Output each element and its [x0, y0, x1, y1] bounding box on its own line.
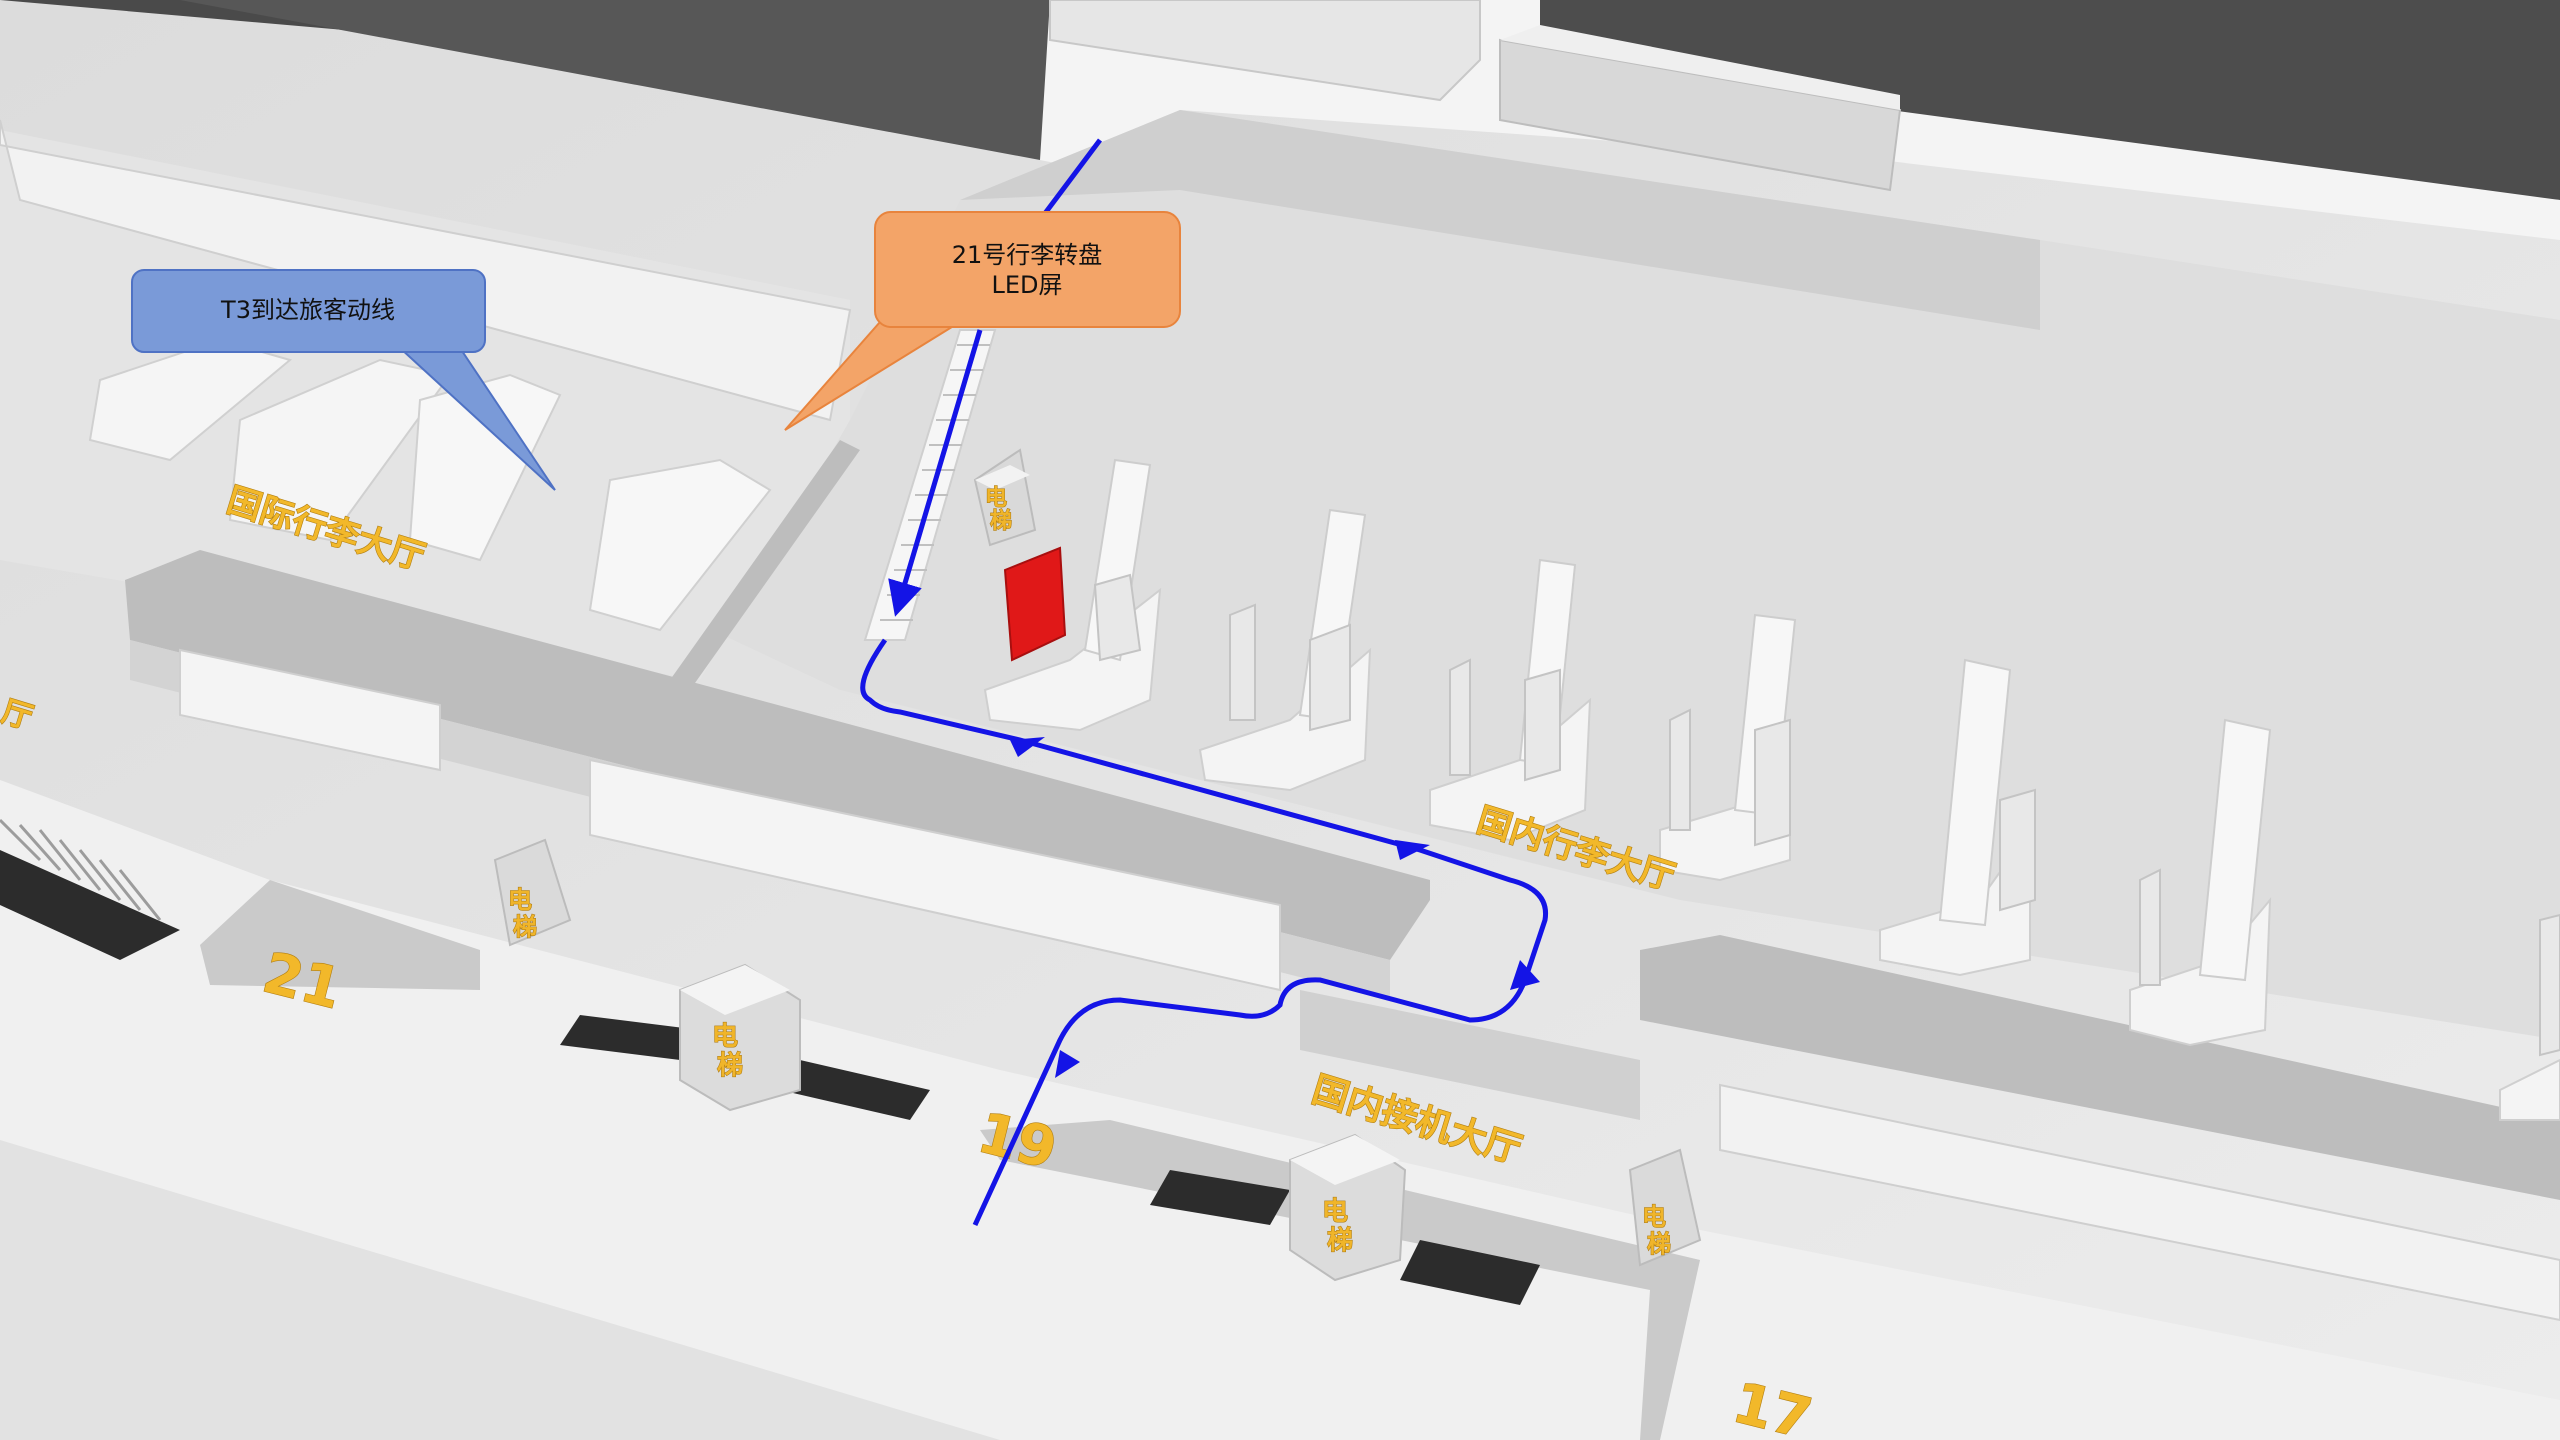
escalator-void-4	[1400, 1240, 1540, 1305]
left-divider-wall	[670, 440, 860, 690]
callout-route-text: T3到达旅客动线	[220, 296, 395, 324]
divider-white-1	[179, 648, 441, 772]
void-top-left-2	[180, 0, 1090, 160]
route-line-top	[1038, 138, 1102, 222]
elevator-top-char-2: 梯	[990, 508, 1012, 534]
callout-route: T3到达旅客动线	[131, 269, 556, 491]
lower-concourse	[0, 780, 2560, 1440]
baggage-back-wall	[960, 110, 2040, 330]
carousel-20	[1198, 508, 1372, 792]
callout-led-line2: LED屏	[991, 271, 1062, 299]
route-line-stairs	[888, 329, 983, 617]
elevator-lower-char-1: 电	[1322, 1197, 1348, 1227]
elevator-mid: 电 梯	[679, 963, 801, 1112]
elevator-left-char-1: 电	[508, 886, 532, 914]
carousel-17	[1879, 658, 2036, 977]
callout-led-line1: 21号行李转盘	[952, 241, 1103, 269]
elevator-top-char-1: 电	[985, 486, 1007, 511]
elevator-right-char-2: 梯	[1647, 1230, 1671, 1258]
route-line-main	[860, 638, 1549, 1227]
stairs-left	[0, 818, 162, 921]
lower-outer-edge	[0, 1140, 1000, 1440]
elevator-lower: 电 梯	[1289, 1133, 1407, 1282]
escalator-void-3	[1150, 1170, 1290, 1225]
escalator-void-1	[560, 1015, 700, 1060]
carousel-16	[2129, 718, 2272, 1047]
upper-block-2	[1499, 38, 1902, 192]
intl-baggage-pads	[88, 338, 772, 632]
elevator-left-char-2: 梯	[513, 913, 537, 941]
callout-led-screen: 21号行李转盘 LED屏	[784, 211, 1181, 431]
stair-ramp	[863, 329, 997, 641]
elevator-lower-char-2: 梯	[1327, 1226, 1353, 1256]
elevator-right: 电 梯	[1628, 1148, 1702, 1267]
void-top-right	[1540, 0, 2560, 200]
escalator-void-2	[780, 1060, 930, 1120]
lower-wall	[200, 880, 480, 990]
right-divider-top	[1640, 935, 2560, 1200]
elevator-top: 电 梯	[973, 448, 1037, 547]
divider-white-2	[589, 758, 1281, 992]
elevator-mid-char-1: 电	[712, 1022, 738, 1052]
upper-block-1	[1049, 0, 1481, 102]
right-divider-face	[1719, 1083, 2560, 1322]
elevator-right-char-1: 电	[1642, 1203, 1666, 1231]
carousels	[983, 458, 2560, 1121]
elevator-left: 电 梯	[493, 838, 572, 947]
led-screen	[1003, 546, 1067, 662]
carousel-15	[2499, 913, 2560, 1121]
gate-17-label: 17	[1727, 1371, 1818, 1440]
central-divider-top	[125, 550, 1430, 960]
upper-block-2-top	[1500, 25, 1900, 110]
carousel-21	[983, 458, 1162, 732]
stair-void-left	[0, 850, 180, 960]
mid-divider-right	[1300, 990, 1640, 1120]
carousel-19b	[1429, 558, 1592, 842]
elevator-mid-char-2: 梯	[717, 1051, 743, 1081]
route-arrowheads	[1010, 737, 1540, 1078]
carousel-18	[1659, 613, 1797, 882]
